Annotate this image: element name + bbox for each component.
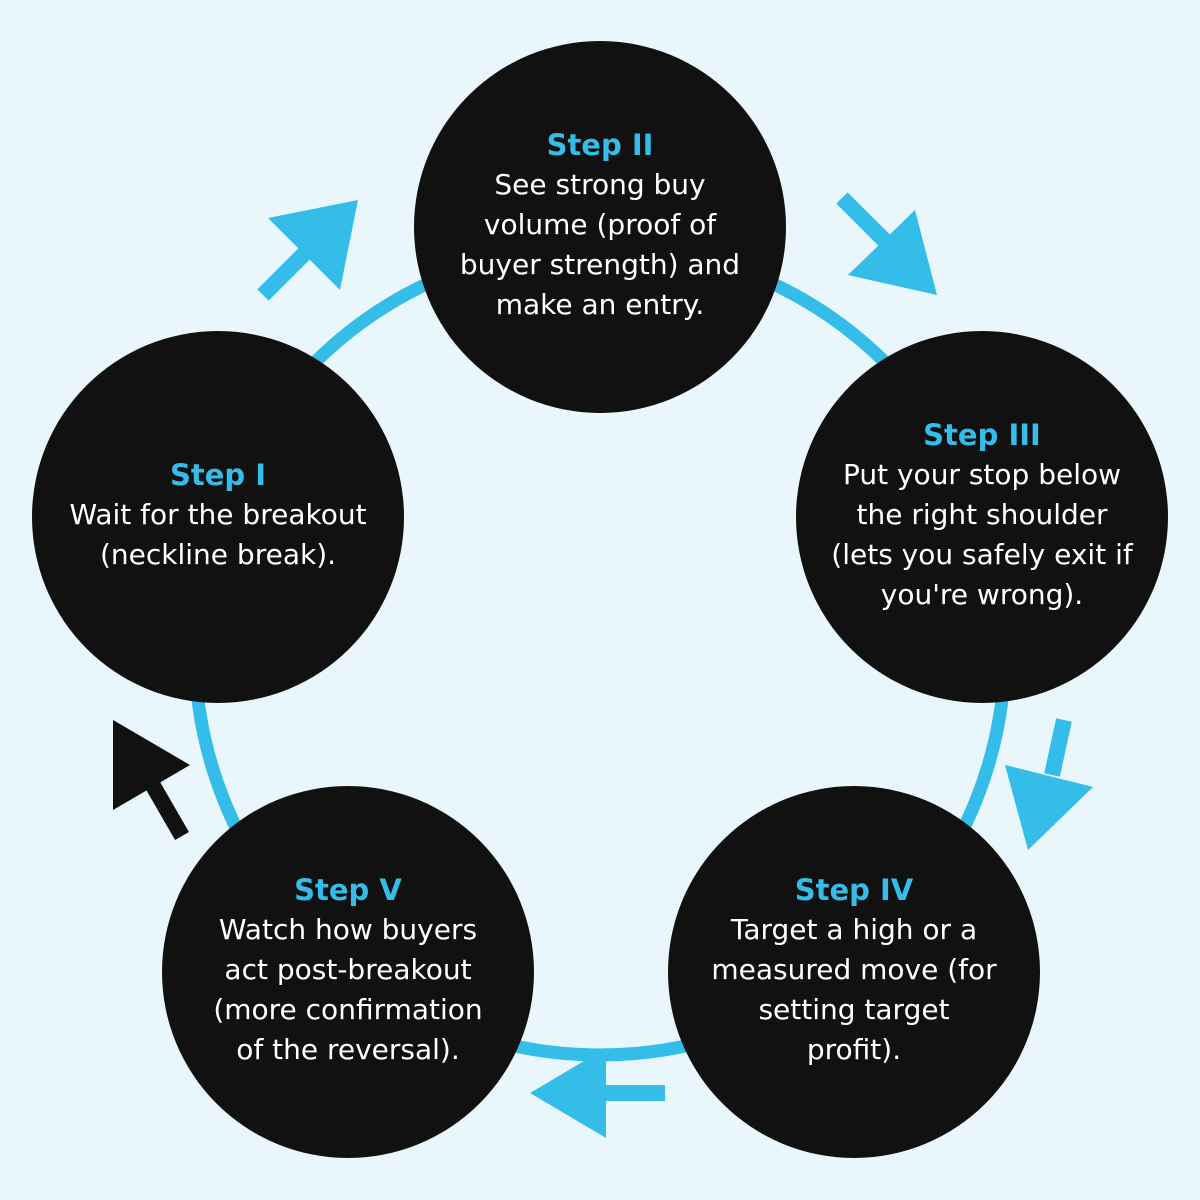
- step-2-title: Step II: [546, 128, 654, 162]
- step-5-description: Watch how buyers act post-breakout (more…: [213, 913, 483, 1066]
- arrow-step5-to-step1-icon: [113, 720, 190, 840]
- step-1-description: Wait for the breakout (neckline break).: [69, 498, 367, 571]
- arrow-step4-to-step5-icon: [530, 1048, 665, 1138]
- step-5-circle: Step V Watch how buyers act post-breakou…: [162, 786, 534, 1158]
- arrow-step3-to-step4-icon: [1005, 718, 1093, 850]
- arrow-step1-to-step2-icon: [257, 200, 358, 301]
- step-1-title: Step I: [169, 458, 267, 492]
- step-3-circle: Step III Put your stop below the right s…: [796, 331, 1168, 703]
- step-3-title: Step III: [923, 418, 1041, 452]
- step-5-title: Step V: [294, 873, 402, 907]
- step-3-description: Put your stop below the right shoulder (…: [831, 458, 1133, 611]
- step-4-circle: Step IV Target a high or a measured move…: [668, 786, 1040, 1158]
- step-1-circle: Step I Wait for the breakout (neckline b…: [32, 331, 404, 703]
- arrow-step2-to-step3-icon: [836, 192, 937, 295]
- step-2-description: See strong buy volume (proof of buyer st…: [459, 168, 741, 321]
- step-2-circle: Step II See strong buy volume (proof of …: [414, 41, 786, 413]
- step-4-description: Target a high or a measured move (for se…: [711, 913, 997, 1066]
- step-4-title: Step IV: [794, 873, 914, 907]
